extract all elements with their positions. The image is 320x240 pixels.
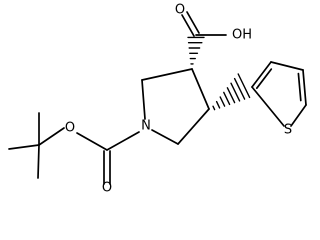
bond-thio-c3-c2-double [251,61,272,88]
atom-label-ring-nitrogen: N [141,119,151,134]
atom-label-acid-oxygen: O [175,3,185,18]
bond-thio-s-c4 [251,86,285,127]
bond-quaternary-c-methyl-left [8,144,40,150]
pyrrolidine-ring [141,68,210,145]
hashed-bond-c3-carboxyl [187,36,205,65]
bond-carbonyl-c-ester-o [76,132,108,151]
bond-thio-c3-c2-double-inner [255,68,273,90]
atom-label-carbamate-ester-oxygen: O [65,121,75,136]
bond-carboxyl-c-double-o-b [186,11,200,34]
bond-c5-n1 [151,129,179,145]
boc-group [8,112,140,185]
bond-c3-c4 [191,68,210,110]
atom-label-acid-hydroxyl: OH [232,28,252,43]
bond-ester-o-quaternary-c [38,127,65,146]
atom-label-carbamate-carbonyl-oxygen: O [102,181,112,195]
bond-carboxyl-c-double-o-a [181,14,195,37]
bond-n-carbonyl-c [106,131,140,151]
bond-thio-c2-c1 [270,61,304,71]
chemical-structure-diagram: O OH N O O S [8,3,307,195]
bond-thio-c1-c5-double-inner [297,72,302,102]
bond-thio-c1-c5-double [302,69,307,106]
hashed-bond-c4-thiophene [212,73,251,111]
thiophene-group [212,61,307,127]
atom-labels: O OH N O O S [65,3,292,195]
bond-quaternary-c-methyl-bottom [37,144,40,179]
atom-label-thiophene-sulfur: S [284,123,292,138]
bond-c4-c5 [177,108,210,145]
bond-n1-c2 [141,79,146,120]
bond-c2-c3 [141,68,193,81]
carboxylic-acid-group [181,11,227,65]
bond-thio-c5-s [290,104,307,127]
